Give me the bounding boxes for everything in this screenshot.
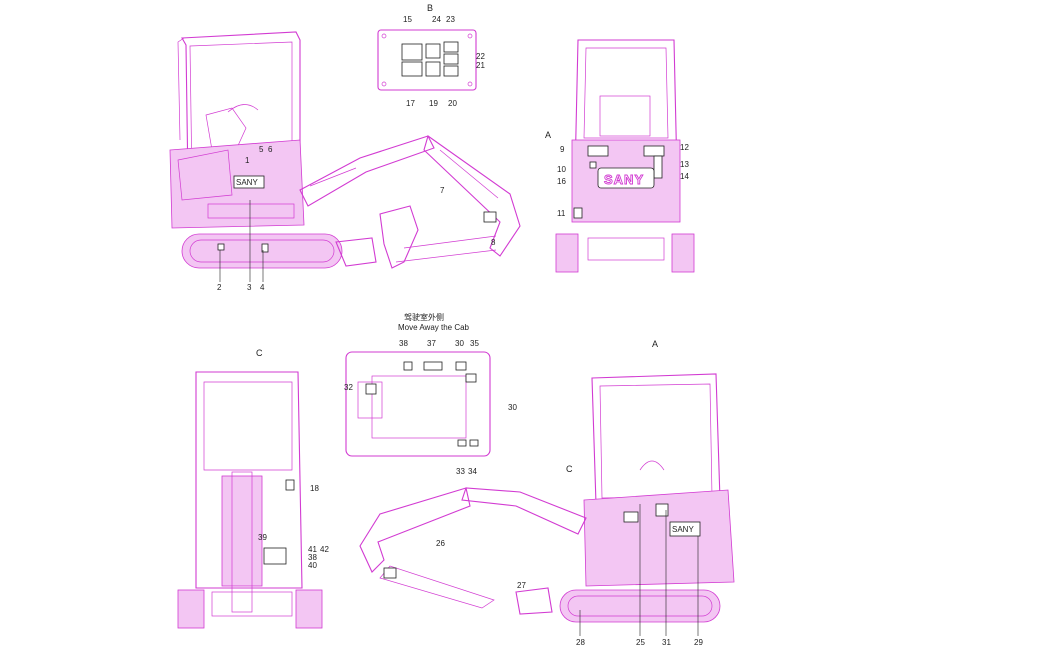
cab-caption-chinese: 驾驶室外侧 <box>404 312 444 322</box>
callout-2: 2 <box>217 283 222 292</box>
callout-22: 22 <box>476 52 485 61</box>
right-brand-decal: SANY <box>672 525 694 534</box>
callout-8: 8 <box>491 238 496 247</box>
callout-34: 34 <box>468 467 477 476</box>
callout-21: 21 <box>476 61 485 70</box>
callout-40: 40 <box>308 561 317 570</box>
callout-4: 4 <box>260 283 265 292</box>
callout-19: 19 <box>429 99 438 108</box>
view-label-a-bottom: A <box>652 339 658 349</box>
callout-7: 7 <box>440 186 445 195</box>
callout-16: 16 <box>557 177 566 186</box>
callout-20: 20 <box>448 99 457 108</box>
callout-3: 3 <box>247 283 252 292</box>
side-brand-decal: SANY <box>236 178 258 187</box>
view-label-b: B <box>427 3 433 13</box>
callout-31: 31 <box>662 638 671 647</box>
callout-9: 9 <box>560 145 565 154</box>
callout-41: 41 <box>308 545 317 554</box>
callout-38: 38 <box>399 339 408 348</box>
callout-38-b: 38 <box>308 553 317 562</box>
callout-30-b: 30 <box>508 403 517 412</box>
callout-33: 33 <box>456 467 465 476</box>
callout-24: 24 <box>432 15 441 24</box>
view-label-a-top: A <box>545 130 551 140</box>
callout-37: 37 <box>427 339 436 348</box>
callout-14: 14 <box>680 172 689 181</box>
decal-panel-b: B 15 24 23 22 21 17 19 20 <box>377 3 485 108</box>
view-label-c-left: C <box>256 348 263 358</box>
cab-top-view: 驾驶室外侧 Move Away the Cab 38 37 30 35 32 3… <box>344 312 517 476</box>
callout-15: 15 <box>403 15 412 24</box>
callout-42: 42 <box>320 545 329 554</box>
excavator-side-view: SANY 1 5 6 7 8 2 3 4 <box>169 31 521 292</box>
callout-6: 6 <box>268 145 273 154</box>
callout-25: 25 <box>636 638 645 647</box>
callout-11: 11 <box>557 209 566 218</box>
callout-27: 27 <box>517 581 526 590</box>
callout-28: 28 <box>576 638 585 647</box>
callout-10: 10 <box>557 165 566 174</box>
callout-32: 32 <box>344 383 353 392</box>
callout-17: 17 <box>406 99 415 108</box>
callout-5: 5 <box>259 145 264 154</box>
view-label-c-small: C <box>566 464 573 474</box>
callout-35: 35 <box>470 339 479 348</box>
callout-23: 23 <box>446 15 455 24</box>
rear-brand-decal: SANY <box>604 172 644 187</box>
excavator-front-view: C 18 39 41 42 38 40 <box>177 348 329 629</box>
excavator-right-side-view: A C SANY 26 27 28 25 31 29 <box>359 339 735 647</box>
callout-30-a: 30 <box>455 339 464 348</box>
callout-18: 18 <box>310 484 319 493</box>
callout-1: 1 <box>245 156 250 165</box>
callout-39: 39 <box>258 533 267 542</box>
cab-caption-english: Move Away the Cab <box>398 323 470 332</box>
callout-13: 13 <box>680 160 689 169</box>
excavator-rear-view: A SANY 9 12 10 13 16 14 11 <box>545 39 695 273</box>
callout-29: 29 <box>694 638 703 647</box>
callout-26: 26 <box>436 539 445 548</box>
callout-12: 12 <box>680 143 689 152</box>
